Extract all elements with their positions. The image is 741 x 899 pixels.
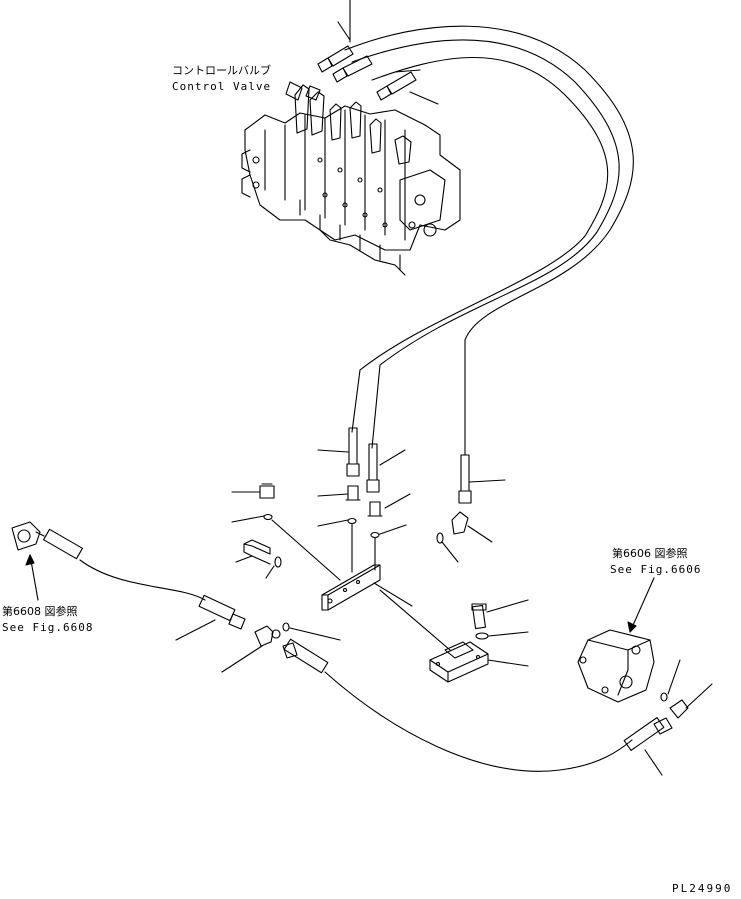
valve-hose-fittings bbox=[286, 22, 438, 104]
valve-block-6606 bbox=[578, 578, 712, 718]
distribution-block bbox=[322, 565, 450, 650]
block-fittings bbox=[232, 484, 492, 580]
upper-hose-loop bbox=[345, 0, 633, 455]
bracket-plate bbox=[430, 600, 528, 682]
control-valve bbox=[242, 85, 460, 275]
ref-6606-label-jp: 第6606 図参照 bbox=[612, 547, 688, 560]
control-valve-label-en: Control Valve bbox=[172, 80, 272, 93]
long-hose bbox=[44, 529, 672, 775]
control-valve-label-jp: コントロールバルブ bbox=[172, 64, 271, 77]
ref-6608-label-jp: 第6608 図参照 bbox=[2, 605, 78, 618]
ref-6606-label-en: See Fig.6606 bbox=[610, 563, 702, 576]
block-bolt bbox=[236, 540, 281, 578]
lower-block-parts bbox=[222, 623, 340, 672]
hose-ends-middle bbox=[318, 428, 505, 503]
tee-fitting-6608 bbox=[12, 522, 44, 600]
ref-6608-label-en: See Fig.6608 bbox=[2, 621, 94, 634]
drawing-number: PL24990 bbox=[672, 882, 733, 895]
